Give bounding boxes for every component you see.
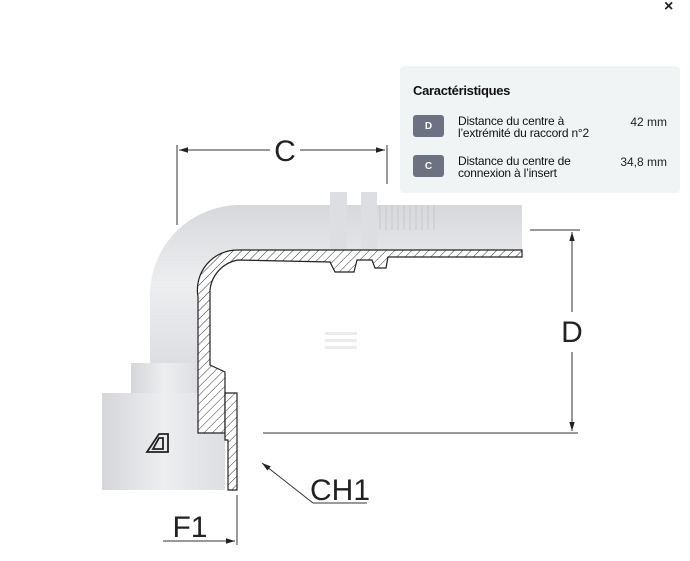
characteristic-description: Distance du centre à l’extrémité du racc…	[458, 114, 589, 140]
watermark-logo	[325, 332, 357, 349]
characteristic-value: 34,8 mm	[620, 155, 667, 169]
dimension-label-ch1: CH1	[310, 474, 370, 507]
characteristic-value: 42 mm	[630, 115, 667, 129]
dimension-label-d: D	[561, 316, 583, 349]
badge-d: D	[413, 115, 444, 137]
section-hatch	[196, 249, 523, 434]
dimension-label-f1: F1	[172, 511, 207, 544]
badge-c: C	[413, 155, 444, 177]
panel-title: Caractéristiques	[413, 83, 511, 98]
fitting-body	[102, 192, 523, 491]
characteristics-panel: Caractéristiques D Distance du centre à …	[400, 66, 680, 193]
characteristic-description: Distance du centre de connexion à l’inse…	[458, 154, 571, 180]
close-button[interactable]: ×	[664, 0, 674, 15]
dimension-label-c: C	[274, 135, 296, 168]
nut-hatch	[224, 392, 238, 491]
brand-logo-icon	[145, 433, 169, 453]
